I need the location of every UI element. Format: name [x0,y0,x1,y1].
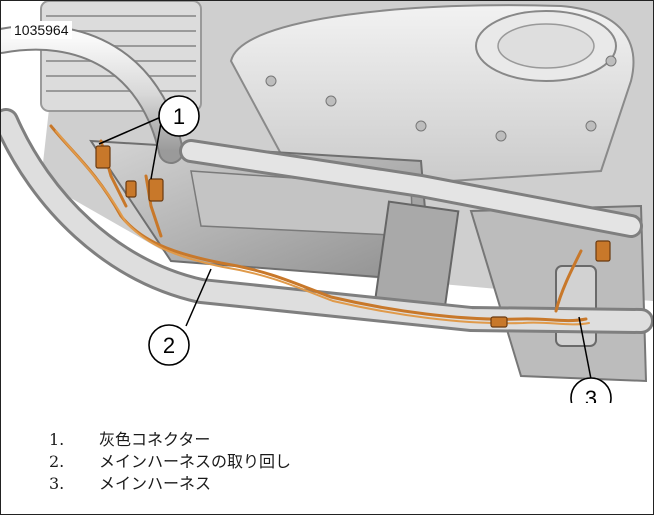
callout-1: 1 [98,95,200,180]
frame-tubes [1,24,653,334]
main-harness [49,124,590,326]
legend-number: 1. [49,430,65,449]
legend-number: 2. [49,452,65,471]
callout-2-number: 2 [163,333,175,358]
callout-3: 3 [570,316,612,403]
cover-bolts [265,55,617,142]
callout-1-number: 1 [173,104,185,129]
figure-id: 1035964 [11,21,72,39]
callouts: 1 2 3 [98,95,612,403]
legend-item: 3. メインハーネス [49,473,291,495]
legend-label: メインハーネス [99,474,212,493]
engine-harness-illustration [1,1,653,403]
legend-item: 2. メインハーネスの取り回し [49,451,291,473]
legend-number: 3. [49,474,65,493]
legend-item: 1. 灰色コネクター [49,429,291,451]
callout-3-number: 3 [585,386,597,403]
callout-2: 2 [148,268,212,366]
legend-list: 1. 灰色コネクター 2. メインハーネスの取り回し 3. メインハーネス [49,429,291,495]
legend-label: メインハーネスの取り回し [99,452,292,471]
legend-label: 灰色コネクター [99,430,211,449]
gray-connectors [95,145,611,328]
